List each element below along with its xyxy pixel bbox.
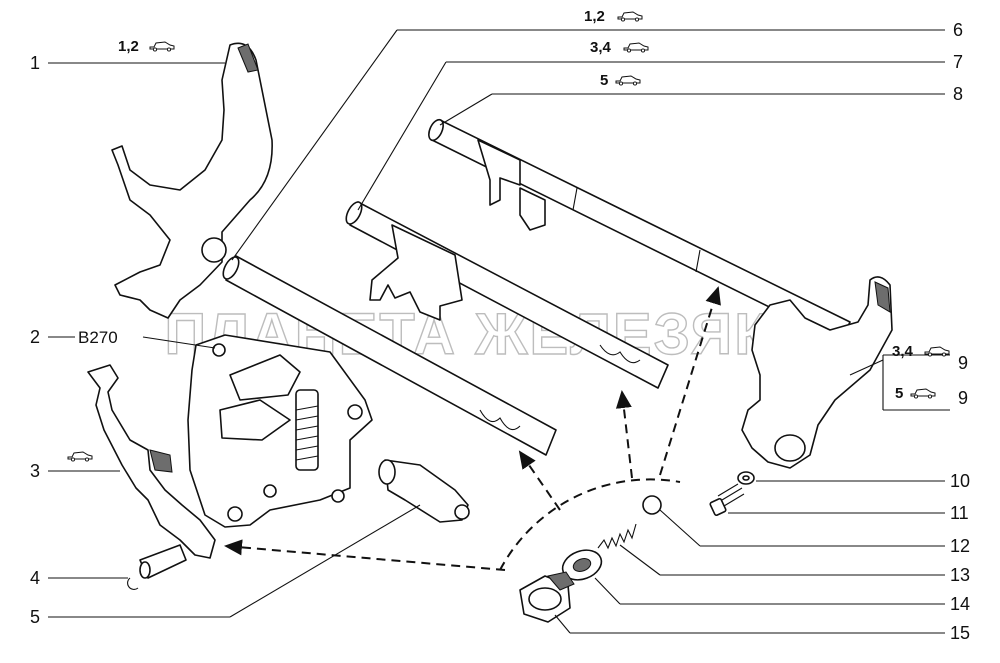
car-icon	[67, 451, 93, 462]
reverse-light-switch	[378, 459, 470, 523]
callout-7: 7	[953, 52, 963, 72]
gear-tag-rod-7: 3,4	[590, 39, 612, 56]
shift-rod-3-4	[345, 201, 669, 389]
car-icon	[617, 11, 643, 22]
selector-housing	[187, 334, 373, 528]
callout-12: 12	[950, 536, 970, 556]
callout-14: 14	[950, 594, 970, 614]
shift-fork-3-4-5	[741, 276, 893, 469]
gear-tag-rod-6: 1,2	[584, 8, 605, 25]
callout-5: 5	[30, 607, 40, 627]
callout-6: 6	[953, 20, 963, 40]
callout-13: 13	[950, 565, 970, 585]
callout-9-upper: 9	[958, 353, 968, 373]
callout-15: 15	[950, 623, 970, 643]
leader-lines	[48, 29, 950, 634]
callout-11: 11	[950, 503, 969, 523]
callout-1: 1	[30, 53, 40, 73]
callout-8: 8	[953, 84, 963, 104]
spring-13	[597, 523, 637, 550]
car-icon	[623, 42, 649, 53]
car-icon	[149, 41, 175, 52]
gear-tag-fork-9-lower: 5	[895, 385, 903, 402]
shift-fork-1-2	[111, 42, 273, 319]
callout-9-lower: 9	[958, 388, 968, 408]
gear-tag-rod-8: 5	[600, 72, 608, 89]
callout-4: 4	[30, 568, 40, 588]
car-icon	[615, 75, 641, 86]
plug-15	[519, 571, 575, 623]
washer-14	[561, 549, 603, 581]
selector-lever	[87, 364, 216, 579]
gear-tag-fork-9-upper: 3,4	[892, 343, 914, 360]
callout-2-code: B270	[78, 328, 118, 347]
callout-3: 3	[30, 461, 40, 481]
callout-10: 10	[950, 471, 970, 491]
callout-2: 2	[30, 327, 40, 347]
gear-tag-fork-1: 1,2	[118, 38, 139, 55]
washer-10	[737, 471, 755, 485]
ball-12	[642, 495, 662, 515]
car-icon	[910, 388, 936, 399]
shift-rod-1-2	[222, 255, 557, 456]
circlip	[127, 577, 139, 590]
assembly-arrows	[224, 286, 721, 571]
bolt-11	[709, 483, 745, 517]
